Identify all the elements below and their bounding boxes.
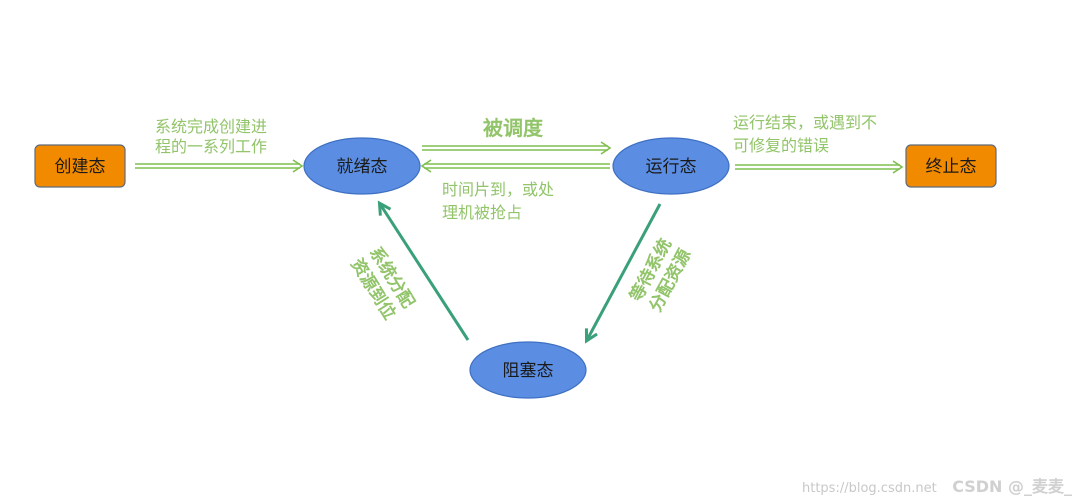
label-create-to-ready-line1: 系统完成创建进	[155, 117, 267, 136]
state-running: 运行态	[612, 137, 730, 195]
arrow-running-to-ready	[420, 159, 610, 173]
label-running-to-terminated: 运行结束，或遇到不 可修复的错误	[733, 113, 877, 155]
state-ready-label: 就绪态	[337, 157, 388, 177]
state-ready: 就绪态	[303, 137, 421, 195]
state-running-label: 运行态	[646, 157, 697, 177]
label-blocked-to-ready: 系统分配 资源到位	[346, 243, 419, 323]
state-blocked-label: 阻塞态	[503, 361, 554, 381]
state-terminated-label: 终止态	[926, 157, 977, 177]
state-create-label: 创建态	[55, 157, 106, 177]
arrow-running-to-terminated	[735, 160, 904, 174]
arrow-running-to-blocked	[584, 203, 662, 344]
arrow-ready-to-running	[422, 141, 612, 155]
watermark-brand: CSDN @_麦麦_	[952, 477, 1072, 496]
label-create-to-ready-line2: 程的一系列工作	[155, 137, 267, 156]
label-running-to-ready-line1: 时间片到，或处	[442, 180, 554, 199]
arrow-blocked-to-ready	[377, 200, 470, 341]
label-ready-to-running: 被调度	[483, 116, 544, 140]
state-create: 创建态	[34, 144, 126, 188]
state-blocked: 阻塞态	[469, 341, 587, 399]
label-create-to-ready: 系统完成创建进 程的一系列工作	[155, 117, 267, 156]
label-running-to-terminated-line1: 运行结束，或遇到不	[733, 113, 877, 132]
state-terminated: 终止态	[905, 144, 997, 188]
label-running-to-ready: 时间片到，或处 理机被抢占	[442, 180, 554, 222]
label-running-to-ready-line2: 理机被抢占	[442, 203, 522, 222]
watermark-url: https://blog.csdn.net	[802, 481, 937, 496]
arrow-create-to-ready	[135, 159, 304, 173]
label-running-to-terminated-line2: 可修复的错误	[733, 136, 829, 155]
